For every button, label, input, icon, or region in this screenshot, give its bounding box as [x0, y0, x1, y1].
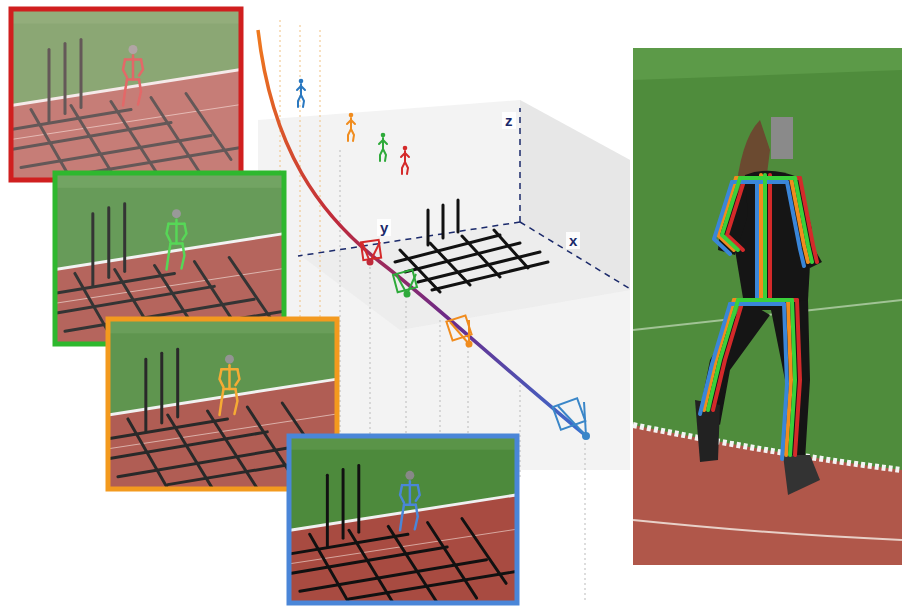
axis-label: x	[566, 232, 580, 249]
axis-label: z	[502, 112, 516, 129]
axis-label: y	[377, 219, 391, 236]
